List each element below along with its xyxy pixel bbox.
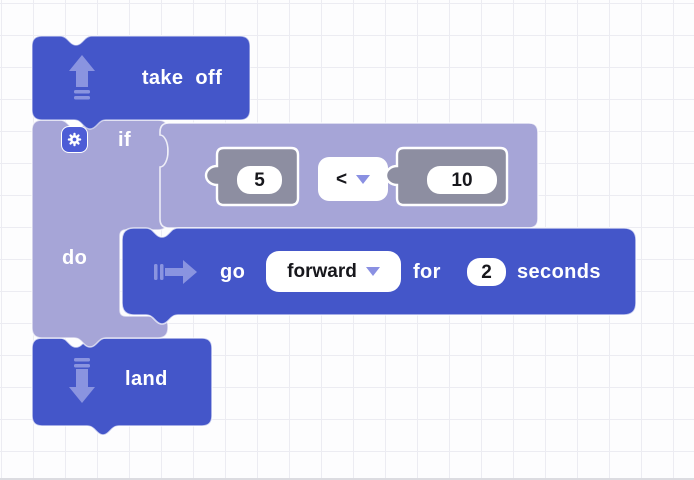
takeoff-block-shape xyxy=(31,35,251,130)
arrow-right-icon xyxy=(154,260,197,284)
workspace-bottom-edge xyxy=(0,478,694,480)
seconds-label: seconds xyxy=(517,261,601,283)
operator-value: < xyxy=(335,168,348,190)
number-field-right[interactable]: 10 xyxy=(427,166,497,194)
arrow-down-icon xyxy=(69,358,95,403)
go-label: go xyxy=(220,261,246,283)
duration-field[interactable]: 2 xyxy=(467,258,506,286)
takeoff-block[interactable] xyxy=(31,35,251,132)
land-block[interactable] xyxy=(31,337,213,438)
gear-icon[interactable] xyxy=(61,126,88,153)
direction-value: forward xyxy=(287,261,357,282)
operator-dropdown[interactable]: < xyxy=(318,157,388,201)
do-label: do xyxy=(62,247,88,269)
land-block-shape xyxy=(31,337,213,436)
number-field-left[interactable]: 5 xyxy=(237,166,282,194)
takeoff-label: take off xyxy=(141,67,223,89)
chevron-down-icon xyxy=(356,174,371,184)
for-label: for xyxy=(413,261,441,283)
if-label: if xyxy=(118,129,132,151)
gear-glyph xyxy=(67,132,82,147)
land-label: land xyxy=(125,368,168,390)
direction-dropdown[interactable]: forward xyxy=(266,251,401,292)
arrow-up-icon xyxy=(69,55,95,100)
chevron-down-icon xyxy=(365,267,380,276)
